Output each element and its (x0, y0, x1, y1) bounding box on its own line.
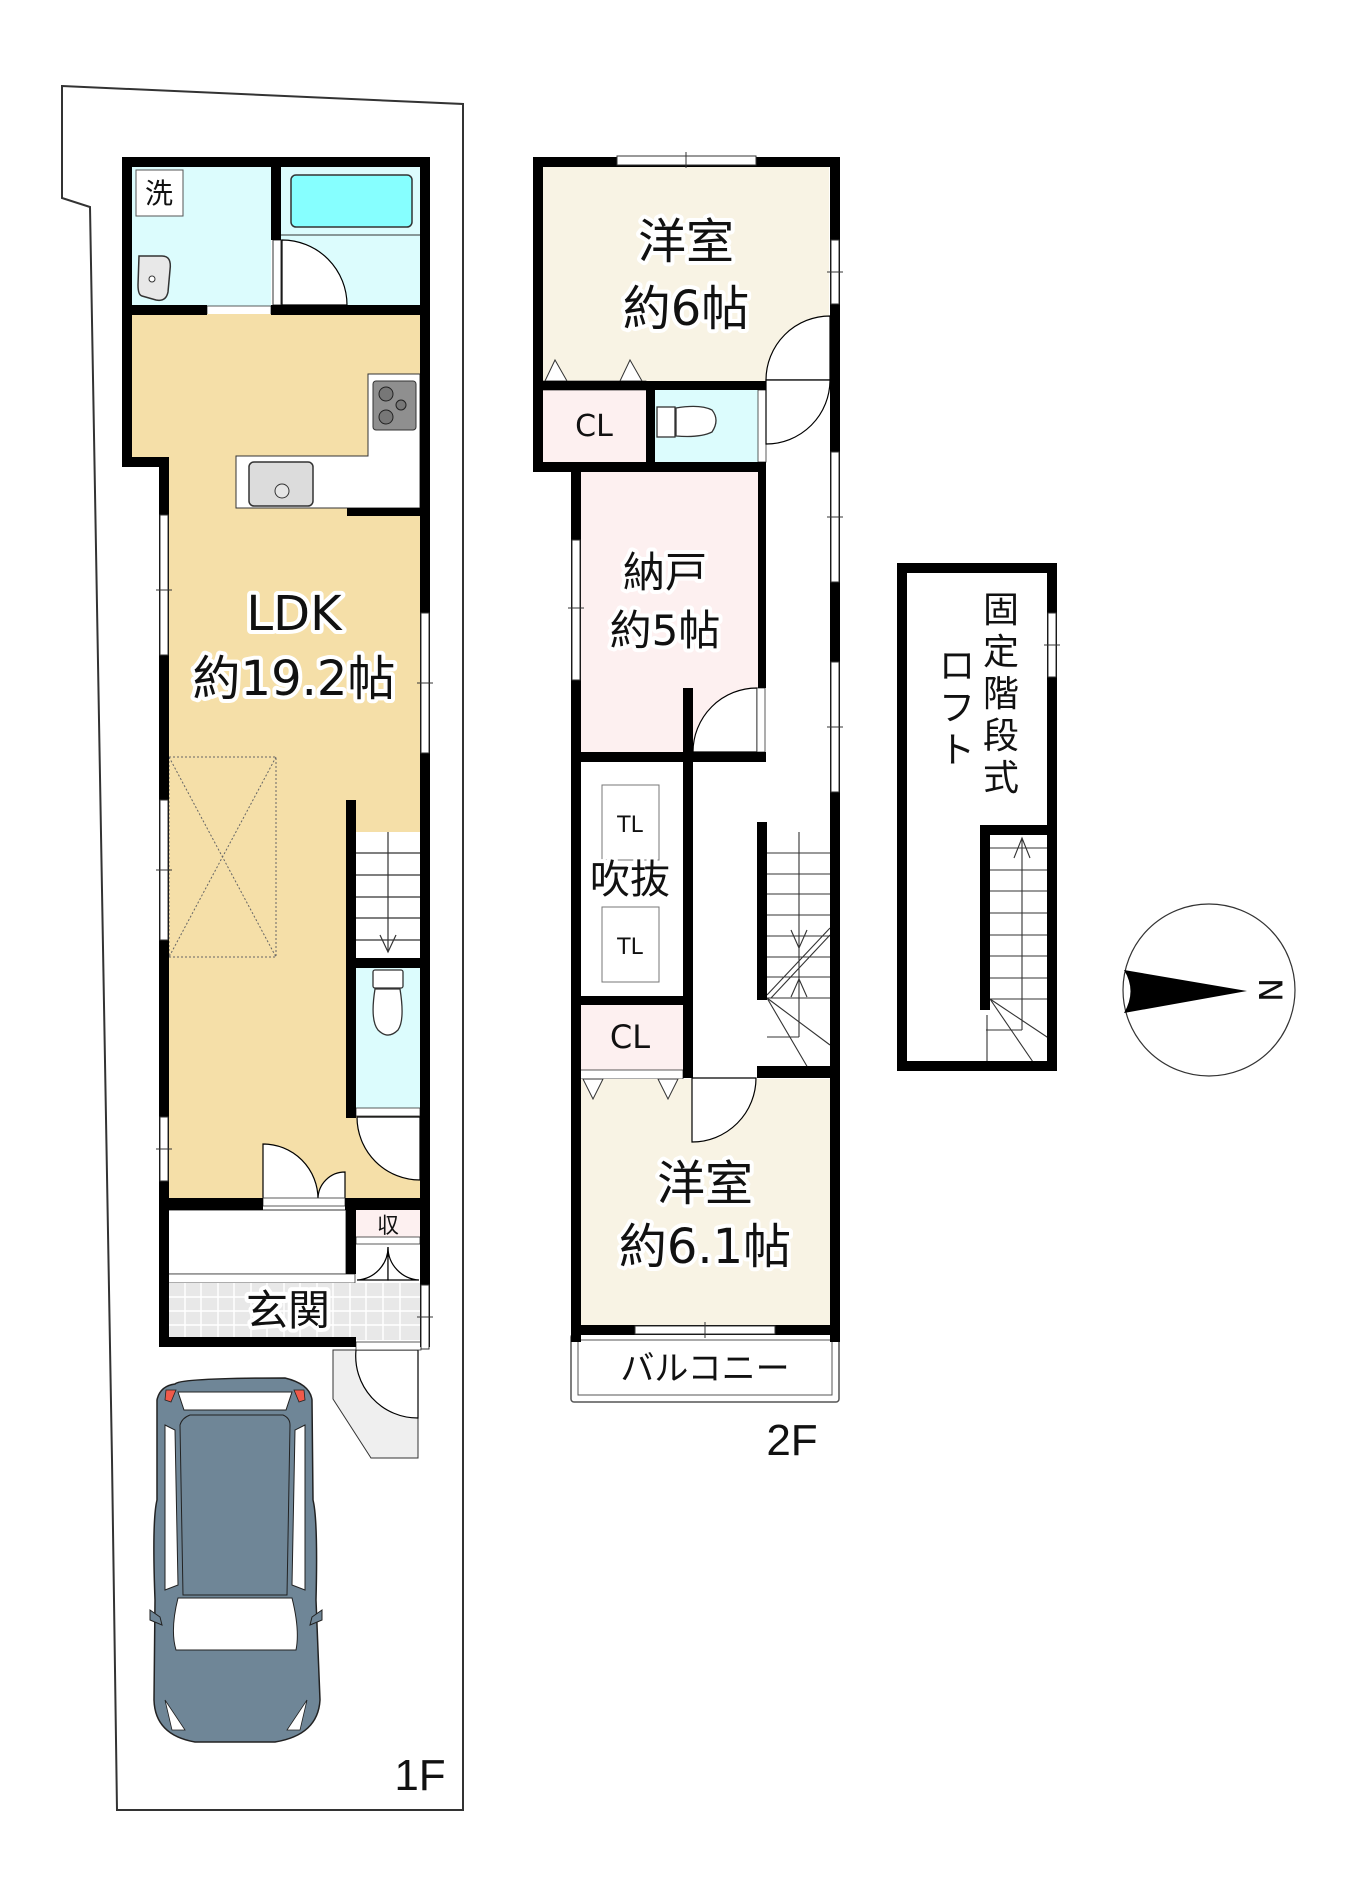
ldk-size-label: 約19.2帖 (193, 651, 396, 707)
loft-char: 階 (983, 674, 1019, 715)
compass: N (1122, 903, 1296, 1077)
loft-char: フ (939, 688, 975, 729)
stairs-loft (986, 836, 1057, 1063)
balcony-inner (577, 1339, 833, 1396)
top-light-top-label: TL (616, 813, 643, 838)
closet-north-floor (542, 390, 646, 462)
washroom-label: 洗 (145, 177, 173, 210)
floor-label-1f: 1F (394, 1751, 445, 1800)
western-north-door (765, 315, 831, 381)
storage-room-name: 納戸 (623, 548, 707, 597)
western-south-door (691, 1077, 757, 1143)
closet-south-label: CL (610, 1018, 650, 1056)
loft-char: 定 (983, 632, 1019, 673)
loft-char: 式 (983, 758, 1019, 799)
storage-room-door (692, 687, 758, 753)
top-light-top (601, 784, 660, 861)
shoe-cabinet (167, 1209, 347, 1275)
closet-south-floor (580, 1005, 683, 1070)
floor-2f: 洋室 約6帖 CL 納戸 約5帖 TL 吹抜 TL CL 洋室 約6.1帖 バル… (533, 152, 843, 1465)
western-south-name: 洋室 (657, 1156, 753, 1212)
storage-nook (356, 1210, 420, 1237)
western-north-size: 約6帖 (623, 281, 750, 337)
loft: 固 定 階 段 式 ロ フ ト (897, 563, 1060, 1071)
top-light-bottom (601, 906, 660, 983)
car-icon (149, 1377, 323, 1743)
stairs-1f (356, 832, 420, 958)
toilet-2f-door (765, 379, 831, 445)
entrance-label: 玄関 (246, 1286, 330, 1335)
storage-room-size: 約5帖 (610, 606, 721, 655)
loft-label: 固 定 階 段 式 ロ フ ト (939, 590, 1019, 799)
loft-char: 固 (983, 590, 1019, 631)
washroom-label-box (135, 169, 184, 217)
balcony-label: バルコニー (620, 1349, 789, 1389)
toilet-1f (372, 969, 404, 1036)
western-south-size: 約6.1帖 (619, 1219, 791, 1275)
top-light-bottom-label: TL (616, 935, 643, 960)
stairs-2f (766, 832, 831, 1070)
gas-stove (372, 380, 417, 431)
loft-char: ト (939, 730, 975, 771)
ldk-label: LDK (246, 586, 343, 642)
floor-label-2f: 2F (766, 1416, 817, 1465)
closet-north-label: CL (575, 409, 613, 444)
storage-label: 収 (377, 1214, 399, 1239)
void-label: 吹抜 (590, 857, 670, 903)
loft-char: 段 (983, 716, 1019, 757)
toilet-2f (656, 405, 717, 438)
bath-door-swing (281, 239, 348, 306)
north-label: N (1251, 978, 1289, 1002)
entrance-tile (168, 1283, 421, 1340)
north-arrow-icon (1124, 970, 1247, 1013)
front-door-swing (355, 1349, 419, 1419)
bathtub (290, 174, 413, 228)
toilet-door-swing (356, 1116, 421, 1181)
loft-char: ロ (939, 646, 975, 687)
western-north-name: 洋室 (638, 214, 734, 270)
floor-1f: 洗 LDK 約19.2帖 収 玄関 1F (122, 157, 446, 1800)
